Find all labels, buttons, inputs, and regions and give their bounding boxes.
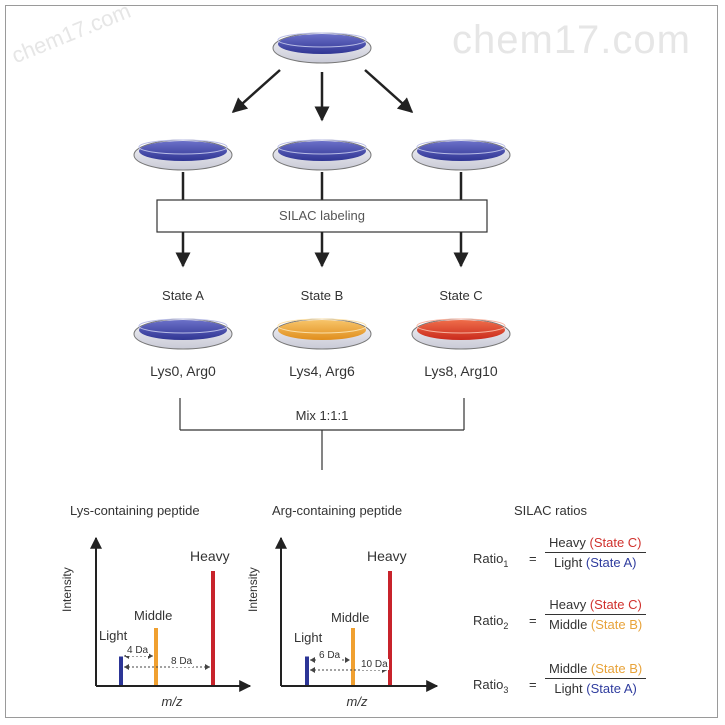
- ratio1-fraction: Heavy (State C) Light (State A): [545, 535, 646, 570]
- plot2-ylabel: Intensity: [246, 567, 260, 612]
- ratio1-label-text: Ratio: [473, 551, 504, 566]
- plot2-peak-heavy-label: Heavy: [367, 548, 407, 564]
- state-a-name: State A: [162, 288, 204, 303]
- ratio2-fraction: Heavy (State C) Middle (State B): [545, 597, 646, 632]
- state-c-name: State C: [439, 288, 483, 303]
- label-to-state-arrows: [175, 232, 469, 268]
- dish-row2-middle: [272, 139, 372, 171]
- state-c-isotopes: Lys8, Arg10: [424, 363, 498, 379]
- plot1-peak-heavy-label: Heavy: [190, 548, 230, 564]
- plot1-xlabel: m/z: [161, 694, 183, 709]
- plot2-spacing-1: 6 Da: [318, 650, 342, 661]
- ratio3-subscript: 3: [503, 685, 509, 695]
- plot1-axes: [90, 536, 252, 692]
- plot1-peak-light-label: Light: [99, 628, 128, 643]
- ratio2-equals: =: [529, 613, 537, 628]
- ratio1-label: Ratio1: [473, 551, 509, 569]
- plot1-spacing-2: 8 Da: [170, 656, 194, 667]
- mix-label: Mix 1:1:1: [295, 408, 349, 423]
- plot2-peak-middle: [351, 628, 355, 685]
- split-arrows: [231, 69, 414, 122]
- plot1-spacing-1: 4 Da: [126, 645, 150, 656]
- dish-state-c: [411, 318, 511, 350]
- ratio2-num-state: (State C): [589, 597, 642, 612]
- plot2-xlabel: m/z: [346, 694, 368, 709]
- ratio3-den-word: Light: [554, 681, 583, 696]
- plot1-peak-light: [119, 656, 123, 685]
- ratio1-num-word: Heavy: [549, 535, 586, 550]
- dish-row2-left: [133, 139, 233, 171]
- dish-top: [272, 32, 372, 64]
- dish-row2-right: [411, 139, 511, 171]
- plot2-title: Arg-containing peptide: [272, 503, 403, 518]
- plot1-title: Lys-containing peptide: [70, 503, 200, 518]
- dish-state-a: [133, 318, 233, 350]
- ratio1-equals: =: [529, 551, 537, 566]
- plot2-peak-middle-label: Middle: [331, 610, 370, 625]
- plot1-peak-heavy: [211, 571, 215, 685]
- silac-labeling-box: [156, 199, 488, 233]
- plot2-peak-heavy: [388, 571, 392, 685]
- ratio3-label: Ratio3: [473, 677, 509, 695]
- ratio2-num-word: Heavy: [549, 597, 587, 612]
- ratio3-fraction: Middle (State B) Light (State A): [545, 661, 647, 696]
- plot1-spacing-arrow-2: [124, 664, 210, 670]
- ratio1-den-word: Light: [554, 555, 583, 570]
- plot2-axes: [275, 536, 439, 692]
- mix-bracket: [179, 398, 465, 470]
- ratio2-den-word: Middle: [549, 617, 588, 632]
- ratio2-den-state: (State B): [590, 617, 643, 632]
- ratio3-num-state: (State B): [590, 661, 643, 676]
- silac-labeling-label: SILAC labeling: [279, 208, 365, 223]
- ratio1-num-state: (State C): [589, 535, 642, 550]
- plot1-peak-middle-label: Middle: [134, 608, 173, 623]
- plot1-peak-middle: [154, 628, 158, 685]
- dish-state-b: [272, 318, 372, 350]
- ratio3-label-text: Ratio: [473, 677, 504, 692]
- state-a-isotopes: Lys0, Arg0: [150, 363, 216, 379]
- ratio3-equals: =: [529, 677, 537, 692]
- plot2-spacing-2: 10 Da: [360, 659, 389, 670]
- ratio2-label: Ratio2: [473, 613, 509, 631]
- ratio3-num-word: Middle: [549, 661, 588, 676]
- plot2-peak-light-label: Light: [294, 630, 323, 645]
- state-b-isotopes: Lys4, Arg6: [289, 363, 355, 379]
- figure-frame: [5, 5, 718, 718]
- ratio2-label-text: Ratio: [473, 613, 504, 628]
- ratio1-den-state: (State A): [585, 555, 637, 570]
- ratio3-den-state: (State A): [586, 681, 637, 696]
- ratios-title: SILAC ratios: [514, 503, 587, 518]
- ratio2-subscript: 2: [503, 621, 509, 631]
- plot2-peak-light: [305, 656, 309, 685]
- plot1-ylabel: Intensity: [60, 567, 74, 612]
- ratio1-subscript: 1: [503, 559, 509, 569]
- dish-to-label-lines: [181, 172, 463, 200]
- state-b-name: State B: [300, 288, 344, 303]
- watermark-right: chem17.com: [452, 18, 691, 62]
